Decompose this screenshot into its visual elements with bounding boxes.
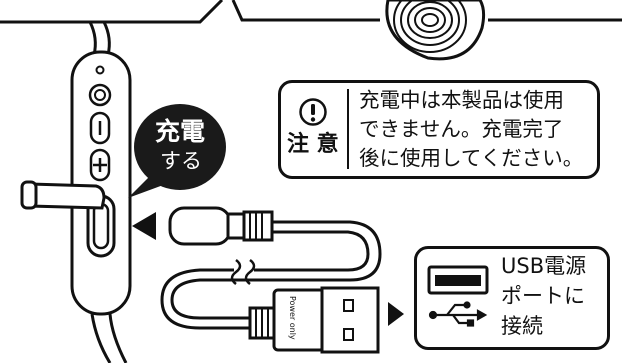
plug-power-only-label: Power only [288, 296, 297, 340]
usb-box-line-3: 接続 [501, 314, 543, 338]
charge-bubble-line1: 充電 [155, 117, 206, 146]
charge-bubble-line2: する [160, 149, 202, 173]
usb-a-plug-icon [248, 286, 380, 354]
caution-line-2: できません。充電完了 [359, 117, 564, 141]
charging-cable [160, 220, 382, 330]
mic-hole-icon [95, 65, 105, 75]
exclamation-circle-icon [299, 98, 327, 126]
usb-power-port-box: USB電源 ポートに 接続 [414, 246, 610, 350]
usb-box-line-1: USB電源 [501, 254, 587, 278]
charge-speech-bubble [128, 104, 226, 198]
usb-port-icon [427, 265, 489, 327]
plus-button-icon [89, 148, 111, 182]
caution-line-3: 後に使用してください。 [359, 146, 584, 170]
caution-label: 注 意 [287, 132, 339, 157]
arrow-left-icon [132, 212, 156, 240]
cable-break-marks [230, 259, 256, 285]
earbud-icon [385, 0, 486, 61]
power-button-icon [88, 83, 112, 107]
caution-divider [347, 89, 349, 169]
top-frame-lines [0, 0, 622, 24]
caution-box: 注 意 充電中は本製品は使用 できません。充電完了 後に使用してください。 [278, 80, 600, 179]
usb-c-plug-icon [168, 206, 274, 246]
usb-symbol-icon [428, 301, 488, 327]
remote-controller [70, 50, 132, 363]
neck-cable [88, 21, 111, 56]
minus-button-icon [89, 111, 111, 145]
arrow-right-icon [388, 302, 404, 326]
caution-line-1: 充電中は本製品は使用 [359, 88, 564, 112]
usb-box-line-2: ポートに [501, 284, 585, 308]
port-cover-flap [20, 180, 106, 210]
